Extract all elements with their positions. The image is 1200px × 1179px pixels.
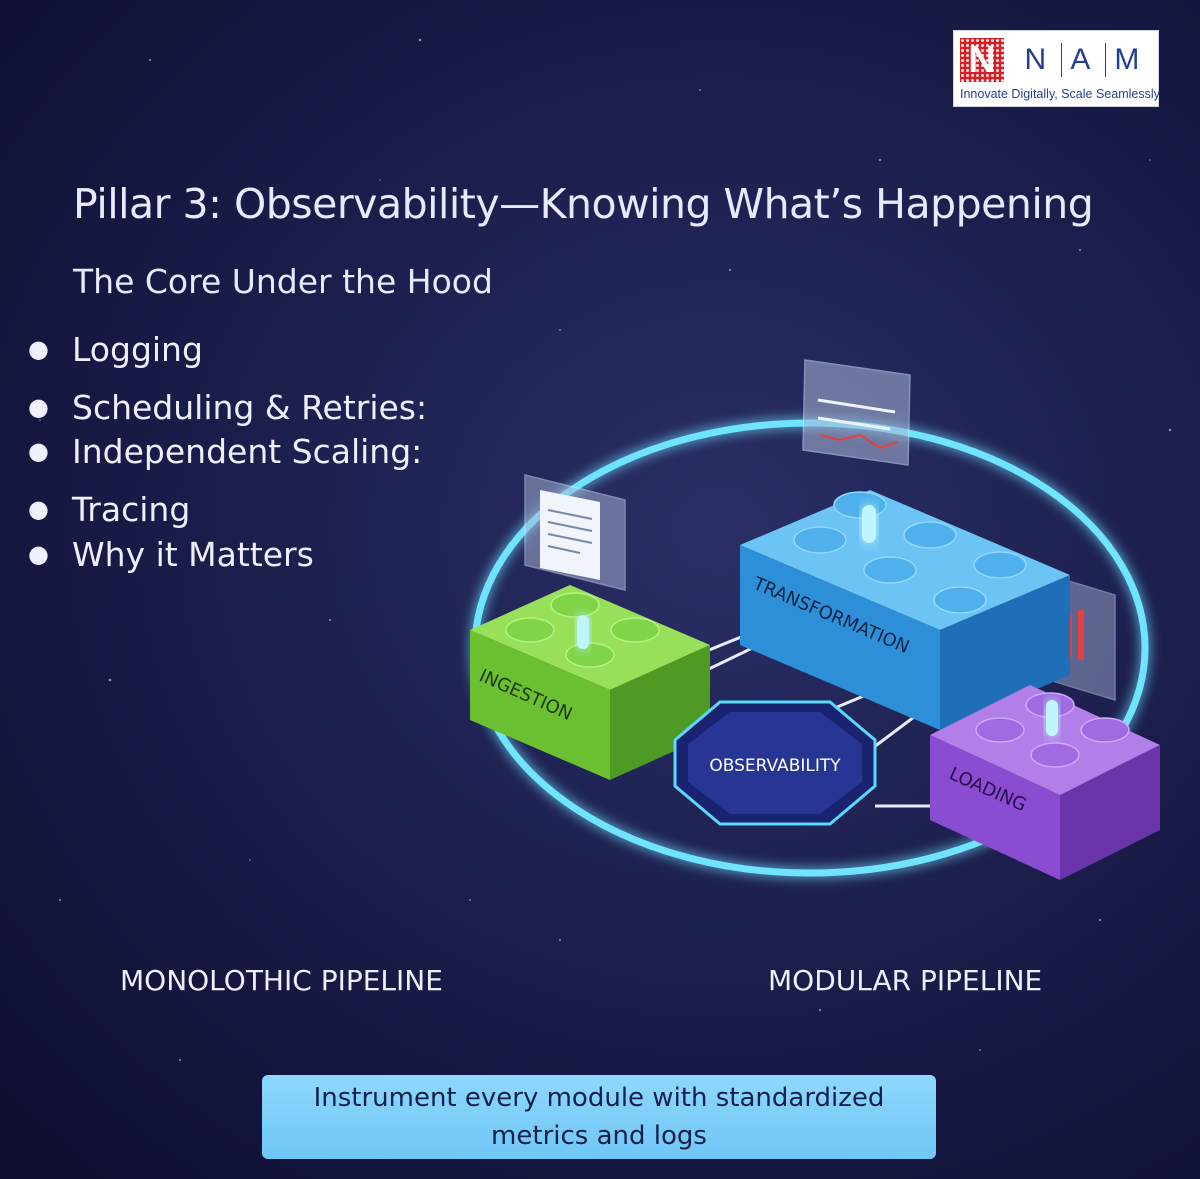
logo-wordmark: N A M: [1014, 38, 1152, 82]
bullet-text: Why it Matters: [72, 535, 314, 574]
bullet-text: Independent Scaling:: [72, 432, 423, 471]
observability-label: OBSERVABILITY: [709, 756, 841, 776]
bullet-text: Logging: [72, 330, 203, 369]
bullet-dot: ●: [28, 495, 49, 523]
bullet-dot: ●: [28, 393, 49, 421]
caption-monolithic-pipeline: MONOLOTHIC PIPELINE: [120, 964, 443, 997]
logo-tagline: Innovate Digitally, Scale Seamlessly: [960, 87, 1160, 101]
bullet-independent-scaling: ● Independent Scaling:: [28, 432, 422, 471]
instrument-banner: Instrument every module with standardize…: [262, 1075, 936, 1159]
nam-logo: N N A M Innovate Digitally, Scale Seamle…: [953, 30, 1160, 107]
logo-mark: N: [960, 38, 1004, 82]
bullet-logging: ● Logging: [28, 330, 203, 369]
loading-block: [930, 685, 1160, 880]
transformation-block: [740, 490, 1070, 730]
logo-mark-letter: N: [968, 39, 996, 81]
bullet-dot: ●: [28, 335, 49, 363]
page-subtitle: The Core Under the Hood: [73, 262, 493, 301]
bullet-tracing: ● Tracing: [28, 490, 190, 529]
document-panel-left: [524, 474, 626, 591]
bullet-text: Scheduling & Retries:: [72, 388, 428, 427]
bullet-why-it-matters: ● Why it Matters: [28, 535, 314, 574]
logo-letter-a: A: [1061, 43, 1100, 77]
logo-letter-m: M: [1105, 43, 1149, 77]
bullet-dot: ●: [28, 540, 49, 568]
banner-text: Instrument every module with standardize…: [313, 1083, 885, 1151]
modular-pipeline-diagram: INGESTION TRANSFORMATION LOADING OBSERVA…: [470, 359, 1160, 880]
bullet-dot: ●: [28, 437, 49, 465]
caption-modular-pipeline: MODULAR PIPELINE: [768, 964, 1043, 997]
page-title: Pillar 3: Observability—Knowing What’s H…: [73, 180, 1094, 228]
bullet-scheduling-retries: ● Scheduling & Retries:: [28, 388, 427, 427]
logo-letter-n: N: [1024, 43, 1049, 76]
bullet-text: Tracing: [72, 490, 191, 529]
observability-hub: [673, 700, 877, 826]
dashboard-panel-top: [802, 359, 911, 466]
